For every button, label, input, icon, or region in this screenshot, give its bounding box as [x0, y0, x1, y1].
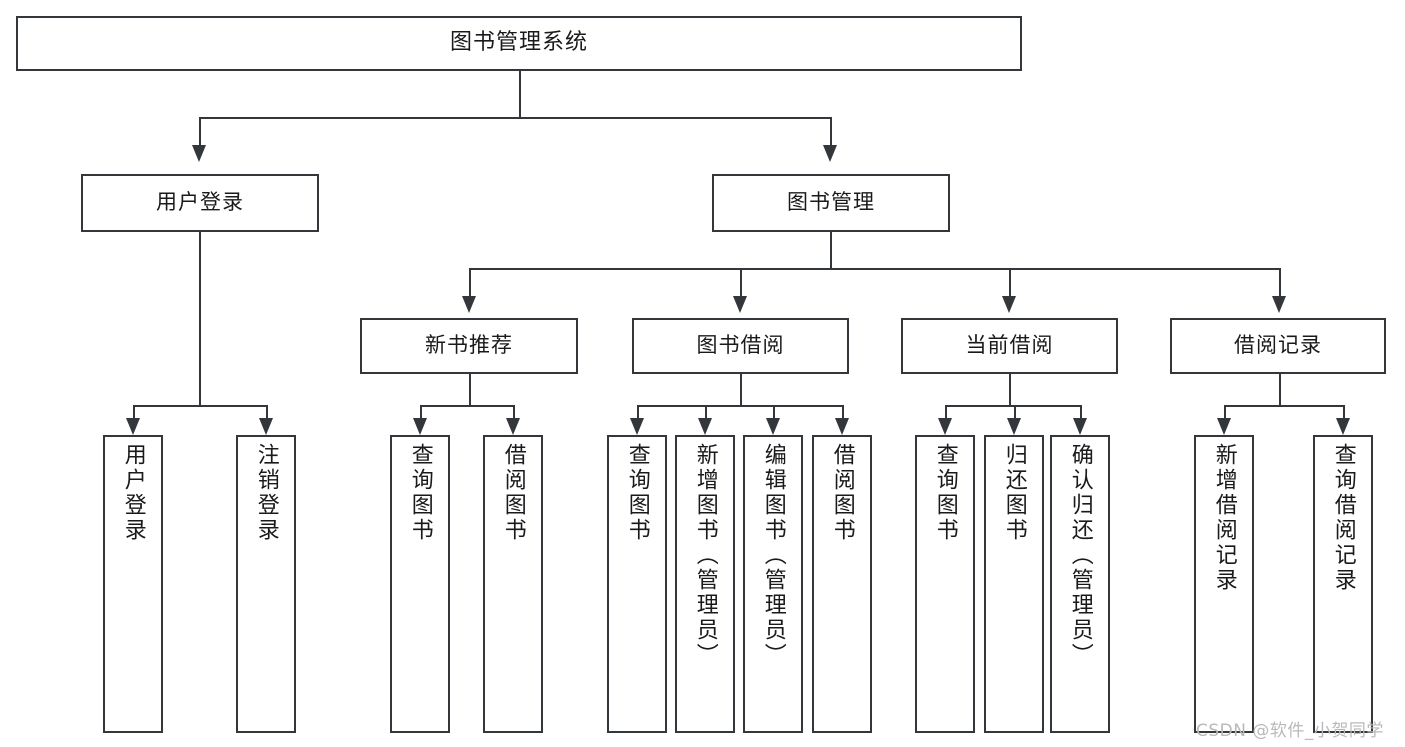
arrow-book-borrow-leaf4	[835, 418, 849, 435]
node-label: 图书管理系统	[449, 30, 588, 56]
leaf-book-borrow-query-book[interactable]: 查询图书	[607, 435, 667, 733]
leaf-label: 编辑图书（管理员）	[760, 443, 786, 668]
connector-user-login-bar	[133, 405, 266, 407]
arrow-book-borrow	[733, 296, 747, 313]
node-new-book-recommendation[interactable]: 新书推荐	[360, 318, 578, 374]
leaf-current-borrow-query-book[interactable]: 查询图书	[915, 435, 975, 733]
arrow-book-manage	[823, 145, 837, 162]
node-label: 图书借阅	[696, 333, 785, 358]
connector-book-borrow-leaf1-drop	[637, 405, 639, 418]
connector-drop-current-borrow	[1009, 268, 1011, 296]
connector-current-borrow-leaf2-drop	[1014, 405, 1016, 418]
connector-user-login-leaf1-drop	[133, 405, 135, 418]
leaf-label: 查询图书	[624, 443, 650, 543]
node-book-management[interactable]: 图书管理	[712, 174, 950, 232]
leaf-current-borrow-return-book[interactable]: 归还图书	[984, 435, 1044, 733]
connector-drop-book-manage	[830, 117, 832, 145]
leaf-borrow-record-query-record[interactable]: 查询借阅记录	[1313, 435, 1373, 733]
leaf-label: 归还图书	[1001, 443, 1027, 543]
leaf-label: 用户登录	[120, 443, 146, 543]
leaf-user-login-logout[interactable]: 注销登录	[236, 435, 296, 733]
connector-book-borrow-bar	[637, 405, 842, 407]
connector-current-borrow-leaf1-drop	[945, 405, 947, 418]
node-label: 用户登录	[156, 190, 244, 215]
connector-drop-book-borrow	[740, 268, 742, 296]
arrow-current-borrow-leaf2	[1007, 418, 1021, 435]
connector-book-borrow-stem	[740, 374, 742, 405]
arrow-book-borrow-leaf1	[630, 418, 644, 435]
connector-drop-borrow-record	[1279, 268, 1281, 296]
leaf-label: 注销登录	[253, 443, 279, 543]
connector-current-borrow-stem	[1009, 374, 1011, 405]
csdn-watermark: CSDN @软件_小贺同学	[1196, 721, 1384, 741]
connector-book-borrow-leaf4-drop	[842, 405, 844, 418]
connector-user-login-stem	[199, 232, 201, 405]
leaf-book-borrow-borrow-book[interactable]: 借阅图书	[812, 435, 872, 733]
leaf-current-borrow-confirm-return-admin[interactable]: 确认归还（管理员）	[1050, 435, 1110, 733]
arrow-user-login-leaf2	[259, 418, 273, 435]
node-label: 新书推荐	[425, 333, 513, 358]
node-book-borrowing[interactable]: 图书借阅	[632, 318, 849, 374]
connector-current-borrow-leaf3-drop	[1080, 405, 1082, 418]
arrow-new-book-leaf2	[506, 418, 520, 435]
arrow-user-login	[192, 145, 206, 162]
arrow-book-borrow-leaf3	[766, 418, 780, 435]
connector-user-login-leaf2-drop	[266, 405, 268, 418]
leaf-book-borrow-add-book-admin[interactable]: 新增图书（管理员）	[675, 435, 735, 733]
connector-new-book-bar	[420, 405, 513, 407]
leaf-label: 查询图书	[407, 443, 433, 543]
leaf-borrow-record-add-record[interactable]: 新增借阅记录	[1194, 435, 1254, 733]
connector-new-book-stem	[469, 374, 471, 405]
leaf-label: 新增图书（管理员）	[692, 443, 718, 668]
leaf-label: 借阅图书	[500, 443, 526, 543]
leaf-label: 借阅图书	[829, 443, 855, 543]
connector-root-stem	[519, 71, 521, 117]
arrow-user-login-leaf1	[126, 418, 140, 435]
arrow-borrow-record-leaf1	[1217, 418, 1231, 435]
arrow-current-borrow-leaf3	[1073, 418, 1087, 435]
connector-new-book-leaf2-drop	[513, 405, 515, 418]
arrow-borrow-record	[1272, 296, 1286, 313]
connector-level2-bar	[199, 117, 830, 119]
connector-drop-new-book	[469, 268, 471, 296]
arrow-current-borrow	[1002, 296, 1016, 313]
connector-book-borrow-leaf3-drop	[773, 405, 775, 418]
leaf-user-login-login[interactable]: 用户登录	[103, 435, 163, 733]
connector-book-borrow-leaf2-drop	[705, 405, 707, 418]
connector-current-borrow-bar	[945, 405, 1080, 407]
leaf-label: 查询图书	[932, 443, 958, 543]
leaf-new-book-query-book[interactable]: 查询图书	[390, 435, 450, 733]
arrow-new-book-rec	[462, 296, 476, 313]
connector-book-manage-stem	[830, 232, 832, 268]
node-label: 图书管理	[787, 190, 875, 215]
arrow-current-borrow-leaf1	[938, 418, 952, 435]
connector-borrow-record-leaf2-drop	[1343, 405, 1345, 418]
connector-new-book-leaf1-drop	[420, 405, 422, 418]
leaf-new-book-borrow-book[interactable]: 借阅图书	[483, 435, 543, 733]
leaf-book-borrow-edit-book-admin[interactable]: 编辑图书（管理员）	[743, 435, 803, 733]
arrow-book-borrow-leaf2	[698, 418, 712, 435]
node-label: 当前借阅	[965, 333, 1054, 358]
connector-level3-bar	[469, 268, 1279, 270]
arrow-borrow-record-leaf2	[1336, 418, 1350, 435]
leaf-label: 新增借阅记录	[1211, 443, 1237, 593]
connector-borrow-record-bar	[1224, 405, 1343, 407]
leaf-label: 查询借阅记录	[1330, 443, 1356, 593]
node-root-book-management-system[interactable]: 图书管理系统	[16, 16, 1022, 71]
node-borrowing-record[interactable]: 借阅记录	[1170, 318, 1386, 374]
leaf-label: 确认归还（管理员）	[1067, 443, 1093, 668]
node-user-login[interactable]: 用户登录	[81, 174, 319, 232]
connector-drop-user-login	[199, 117, 201, 145]
node-label: 借阅记录	[1234, 333, 1322, 358]
connector-borrow-record-leaf1-drop	[1224, 405, 1226, 418]
arrow-new-book-leaf1	[413, 418, 427, 435]
connector-borrow-record-stem	[1279, 374, 1281, 405]
node-current-borrowing[interactable]: 当前借阅	[901, 318, 1118, 374]
